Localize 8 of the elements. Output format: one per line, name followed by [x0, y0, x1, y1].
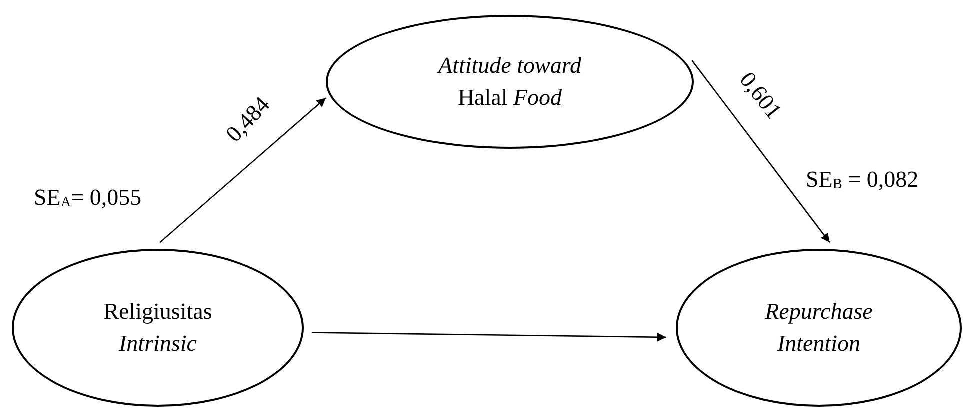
arrow [160, 98, 326, 244]
arrow [692, 60, 830, 244]
node-label: Repurchase Intention [764, 298, 874, 358]
standard-error-label: SE$_{B}$ = 0,082 [806, 168, 919, 192]
node-label: Religiusitas Intrinsic [102, 298, 214, 358]
node-label: Attitude toward Halal Food [436, 52, 582, 112]
arrow [312, 332, 666, 342]
standard-error-label: SE$_{A}$= 0,055 [34, 186, 142, 210]
